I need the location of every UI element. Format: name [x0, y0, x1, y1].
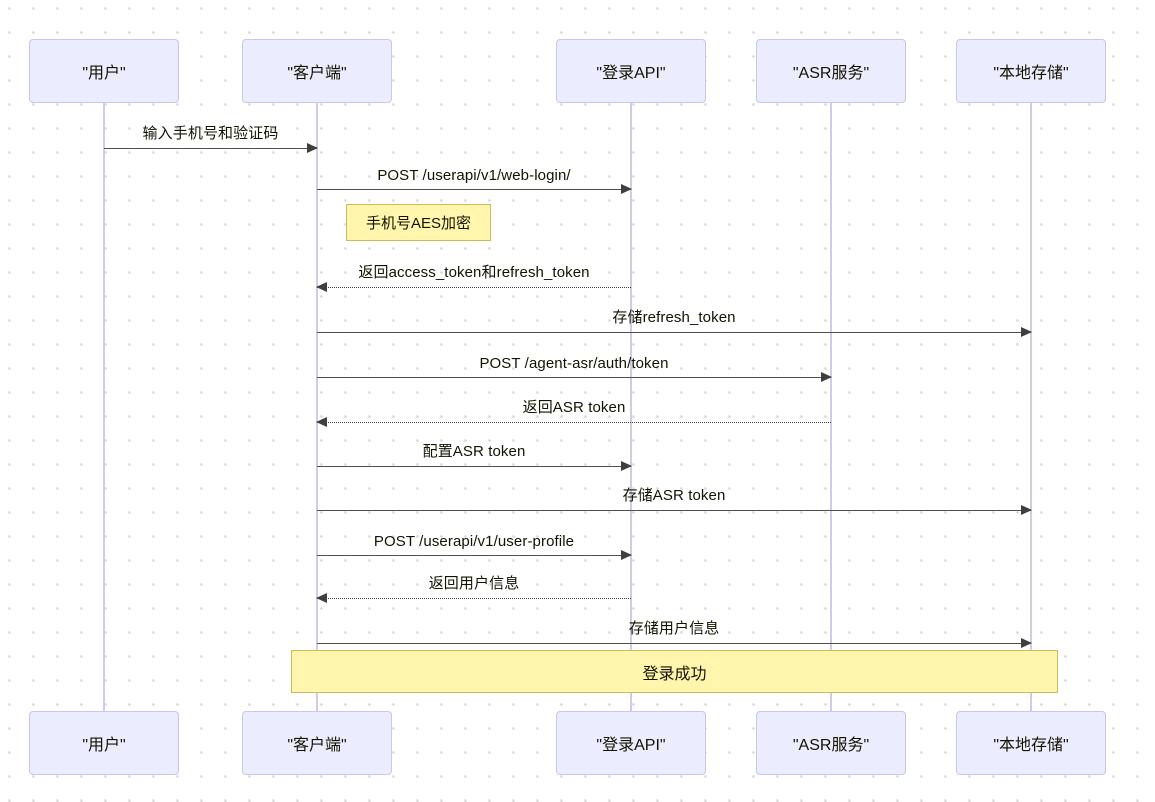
- participant-loginapi-top[interactable]: "登录API": [556, 39, 706, 103]
- arrow-head-left-icon: [316, 417, 327, 427]
- arrow-head-right-icon: [1021, 638, 1032, 648]
- participant-client-bottom[interactable]: "客户端": [242, 711, 392, 775]
- arrow-head-left-icon: [316, 282, 327, 292]
- participant-label: "ASR服务": [792, 65, 870, 82]
- message-label: 存储ASR token: [622, 487, 726, 504]
- lifeline-storage: [1030, 103, 1032, 711]
- participant-label: "客户端": [287, 65, 347, 82]
- participant-user-top[interactable]: "用户": [29, 39, 179, 103]
- message-label: 存储用户信息: [628, 620, 720, 637]
- participant-asr-bottom[interactable]: "ASR服务": [756, 711, 906, 775]
- note-aes-encryption[interactable]: 手机号AES加密: [346, 204, 491, 241]
- message-label: POST /userapi/v1/web-login/: [377, 167, 571, 184]
- participant-label: "用户": [82, 737, 126, 754]
- message-line: [317, 332, 1031, 333]
- message-line: [317, 287, 631, 288]
- lifeline-asr: [830, 103, 832, 711]
- arrow-head-right-icon: [307, 143, 318, 153]
- participant-asr-top[interactable]: "ASR服务": [756, 39, 906, 103]
- arrow-head-right-icon: [621, 184, 632, 194]
- arrow-head-right-icon: [1021, 505, 1032, 515]
- message-label: 返回ASR token: [522, 399, 626, 416]
- message-label: 存储refresh_token: [612, 309, 736, 326]
- participant-storage-top[interactable]: "本地存储": [956, 39, 1106, 103]
- note-login-success[interactable]: 登录成功: [291, 650, 1058, 693]
- lifeline-loginapi: [630, 103, 632, 711]
- message-line: [317, 466, 631, 467]
- message-label: 输入手机号和验证码: [142, 125, 279, 142]
- participant-label: "本地存储": [993, 65, 1069, 82]
- participant-storage-bottom[interactable]: "本地存储": [956, 711, 1106, 775]
- note-label: 登录成功: [642, 665, 707, 683]
- message-label: 配置ASR token: [422, 443, 526, 460]
- participant-label: "ASR服务": [792, 737, 870, 754]
- message-line: [317, 189, 631, 190]
- arrow-head-left-icon: [316, 593, 327, 603]
- participant-user-bottom[interactable]: "用户": [29, 711, 179, 775]
- message-label: POST /userapi/v1/user-profile: [373, 533, 575, 550]
- message-line: [317, 643, 1031, 644]
- participant-label: "用户": [82, 65, 126, 82]
- message-line: [317, 510, 1031, 511]
- message-label: 返回用户信息: [428, 575, 520, 592]
- message-line: [317, 422, 831, 423]
- participant-loginapi-bottom[interactable]: "登录API": [556, 711, 706, 775]
- arrow-head-right-icon: [621, 550, 632, 560]
- arrow-head-right-icon: [821, 372, 832, 382]
- note-label: 手机号AES加密: [365, 215, 471, 232]
- lifeline-user: [103, 103, 105, 711]
- message-label: 返回access_token和refresh_token: [358, 264, 590, 281]
- message-label: POST /agent-asr/auth/token: [479, 355, 669, 372]
- participant-label: "客户端": [287, 737, 347, 754]
- arrow-head-right-icon: [621, 461, 632, 471]
- lifeline-client: [316, 103, 318, 711]
- participant-label: "登录API": [596, 65, 666, 82]
- message-line: [317, 555, 631, 556]
- participant-client-top[interactable]: "客户端": [242, 39, 392, 103]
- message-line: [317, 598, 631, 599]
- arrow-head-right-icon: [1021, 327, 1032, 337]
- participant-label: "本地存储": [993, 737, 1069, 754]
- message-line: [317, 377, 831, 378]
- participant-label: "登录API": [596, 737, 666, 754]
- message-line: [104, 148, 317, 149]
